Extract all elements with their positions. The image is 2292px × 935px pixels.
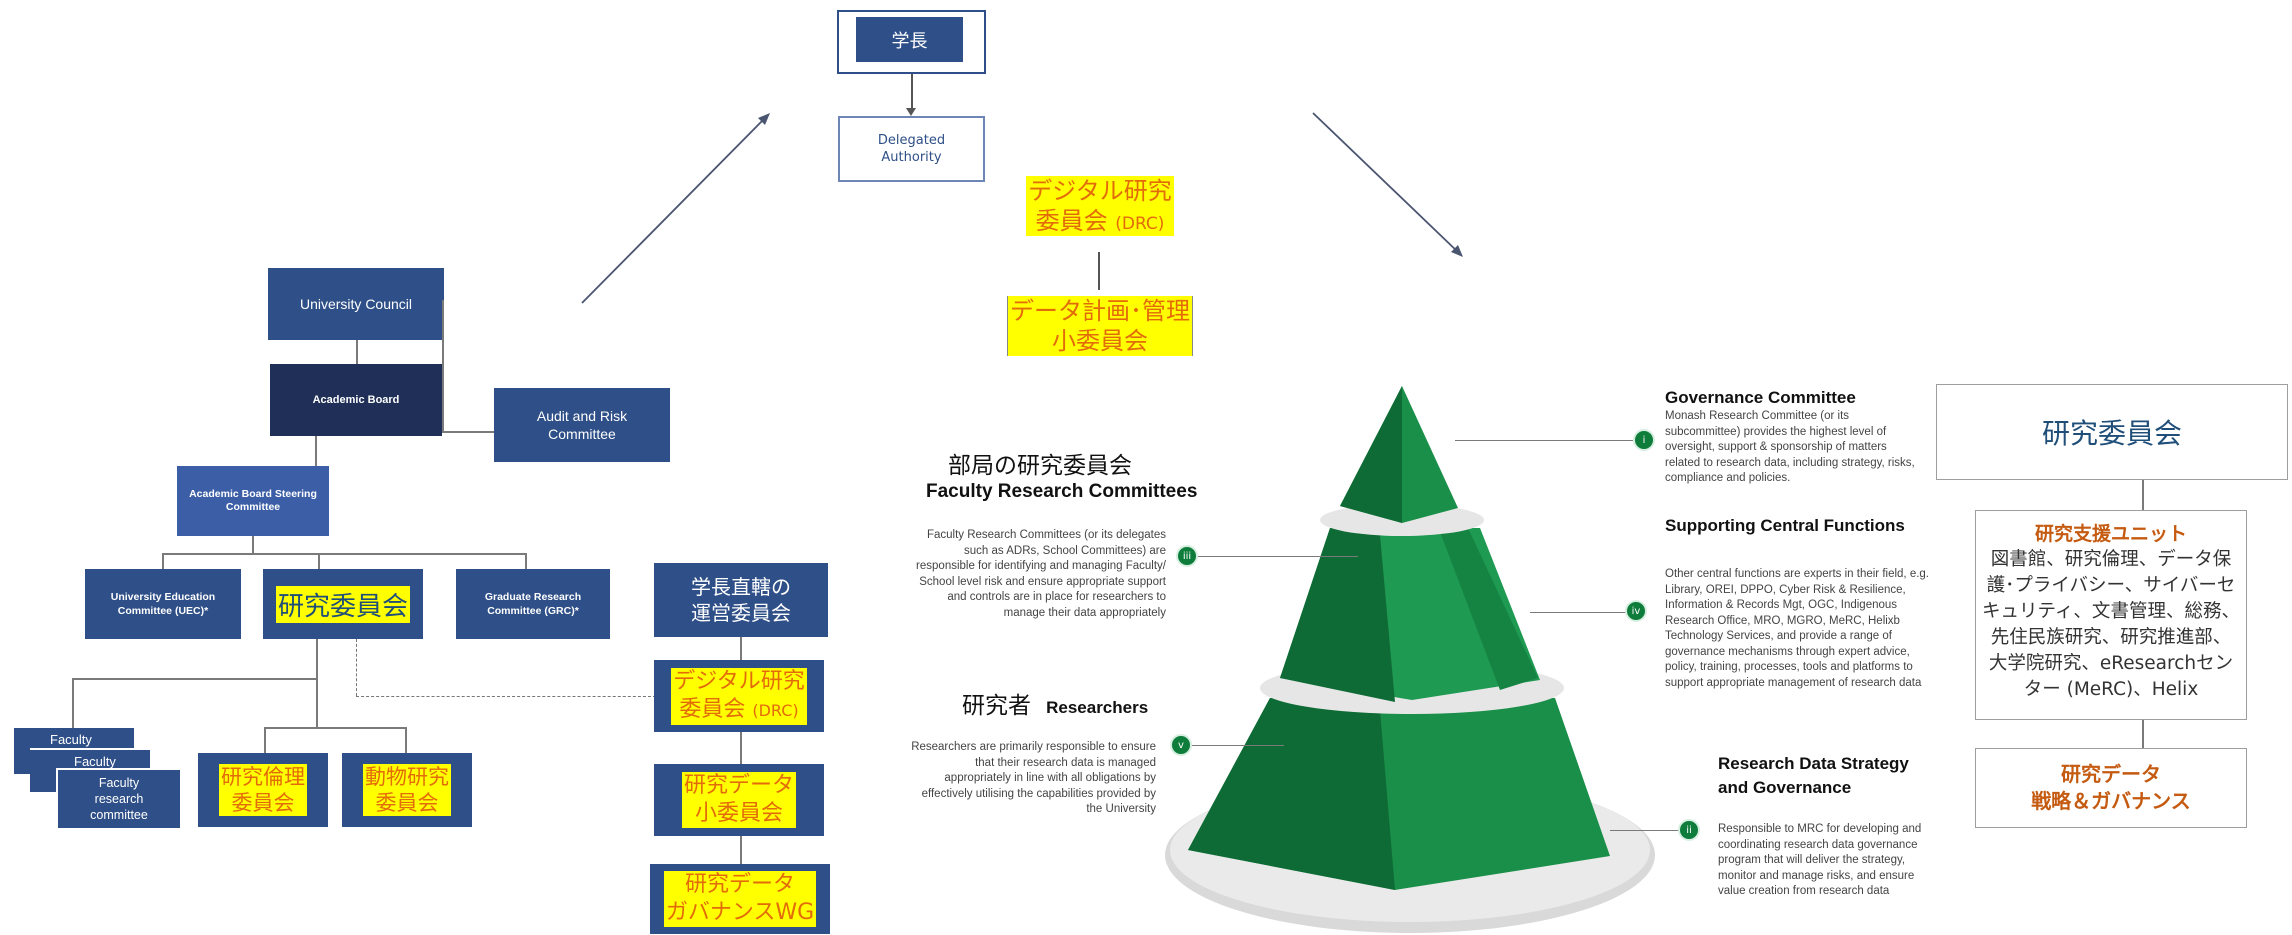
rdsg-title: Research Data Strategy and Governance [1718, 754, 1909, 797]
delegated-authority-box: Delegated Authority [838, 116, 985, 182]
governance-pyramid [1165, 386, 1655, 933]
connector [740, 732, 742, 764]
president-box: 学長 [856, 17, 963, 62]
uec-box: University Education Committee (UEC)* [85, 569, 241, 639]
research-data-strategy-box: 研究データ 戦略＆ガバナンス [1975, 748, 2247, 828]
president-frame [837, 10, 986, 74]
research-committee-box: 研究委員会 [263, 569, 423, 639]
ethics-committee-box: 研究倫理 委員会 [198, 753, 328, 827]
connector [318, 553, 320, 569]
governance-committee-desc: Monash Research Committee (or its subcom… [1665, 410, 1915, 484]
connector [911, 74, 913, 112]
central-functions-desc: Other central functions are experts in t… [1665, 568, 1929, 689]
callout-line [1455, 440, 1633, 441]
connector [2142, 480, 2144, 510]
animal-research-committee-box: 動物研究 委員会 [342, 753, 472, 827]
arrow-to-pyramid-icon [1312, 112, 1463, 257]
connector [316, 679, 318, 727]
marker-ii-icon: ii [1678, 819, 1700, 841]
grc-box: Graduate Research Committee (GRC)* [456, 569, 610, 639]
researchers-heading: 研究者 Researchers [962, 693, 1149, 719]
delegated-label: Delegated Authority [877, 133, 946, 165]
connector [442, 300, 444, 432]
top-drc-label: デジタル研究 委員会 (DRC) [1026, 176, 1174, 236]
academic-board-box: Academic Board [270, 364, 442, 436]
connector [72, 678, 318, 680]
governance-committee-title: Governance Committee [1665, 388, 1856, 407]
mid-drc-box: デジタル研究 委員会 (DRC) [654, 660, 824, 732]
marker-iv-icon: iv [1625, 600, 1647, 622]
data-plan-subcommittee-label: データ計画･管理 小委員会 [992, 296, 1208, 356]
connector [162, 553, 526, 555]
connector [740, 637, 742, 661]
connector [442, 431, 494, 433]
connector [525, 553, 527, 569]
marker-iii-icon: iii [1176, 545, 1198, 567]
connector [264, 727, 266, 753]
data-governance-wg-box: 研究データ ガバナンスWG [650, 864, 830, 934]
researchers-desc: Researchers are primarily responsible to… [911, 741, 1156, 815]
connector [264, 727, 406, 729]
faculty-research-committee-card: Faculty research committee [56, 768, 180, 828]
faculty-committees-desc: Faculty Research Committees (or its dele… [916, 529, 1166, 619]
connector [356, 340, 358, 364]
president-label: 学長 [891, 30, 928, 52]
faculty-committees-heading-en: Faculty Research Committees [926, 481, 1198, 502]
connector [405, 727, 407, 753]
right-research-committee-box: 研究委員会 [1936, 384, 2288, 480]
dashed-connector [356, 696, 656, 697]
callout-line [1198, 556, 1358, 557]
audit-risk-committee-box: Audit and Risk Committee [494, 388, 670, 462]
marker-i-icon: i [1633, 429, 1655, 451]
connector [1098, 252, 1100, 290]
university-council-box: University Council [268, 268, 444, 340]
research-data-subcommittee-box: 研究データ 小委員会 [654, 764, 824, 836]
connector [315, 436, 317, 468]
central-functions-title: Supporting Central Functions [1665, 516, 1905, 535]
steering-committee-box: Academic Board Steering Committee [177, 466, 329, 536]
dashed-connector [356, 639, 357, 696]
faculty-committees-heading-jp: 部局の研究委員会 [948, 453, 1132, 479]
connector [740, 836, 742, 866]
research-support-unit-box: 研究支援ユニット 図書館、研究倫理、データ保護･プライバシー、サイバーセキュリテ… [1975, 510, 2247, 720]
callout-line [1530, 612, 1626, 613]
support-unit-title: 研究支援ユニット [2034, 523, 2187, 545]
connector [252, 536, 254, 554]
support-unit-desc: 図書館、研究倫理、データ保護･プライバシー、サイバーセキュリティ、文書管理、総務… [1982, 549, 2240, 700]
connector [2142, 720, 2144, 748]
callout-line [1190, 745, 1284, 746]
connector [72, 678, 74, 728]
arrow-to-top-icon [581, 113, 770, 304]
rdsg-desc: Responsible to MRC for developing and co… [1718, 823, 1922, 897]
direct-steering-committee-box: 学長直轄の 運営委員会 [654, 563, 828, 637]
arrow-head-icon [906, 108, 916, 116]
marker-v-icon: v [1170, 734, 1192, 756]
callout-line [1610, 830, 1678, 831]
connector [316, 639, 318, 679]
connector [162, 553, 164, 569]
